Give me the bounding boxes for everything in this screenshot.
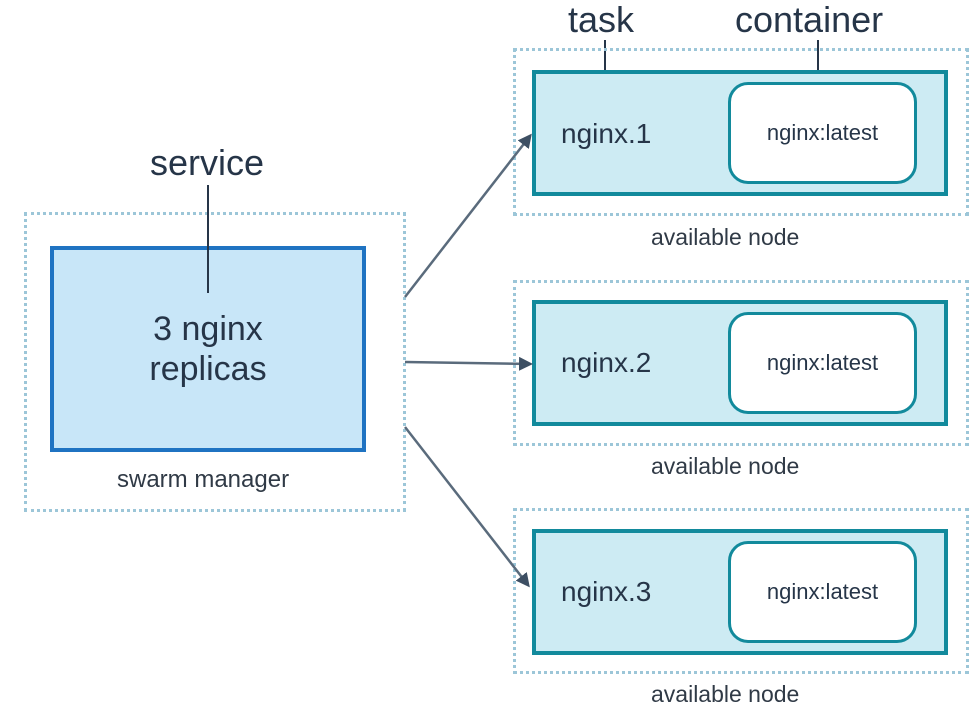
node-3-region [513,508,969,674]
service-box-line2: replicas [149,350,267,388]
arrow-to-node-1 [404,133,532,298]
container-box-3: nginx:latest [728,541,917,643]
container-box-2: nginx:latest [728,312,917,414]
arrow-to-node-3 [404,426,530,588]
task-label-1: nginx.1 [561,118,652,149]
task-label-3: nginx.3 [561,576,652,607]
swarm-manager-caption: swarm manager [117,466,290,493]
task-label-2: nginx.2 [561,347,652,378]
service-box-line1: 3 nginx [153,310,263,348]
task-label: task [568,0,635,40]
node-1-region [513,48,969,216]
node-1-caption: available node [651,224,800,250]
arrow-to-node-2 [404,356,533,371]
node-2-caption: available node [651,453,800,479]
container-box-1: nginx:latest [728,82,917,184]
container-label: container [735,0,884,40]
service-connector-line [207,185,209,293]
service-label: service [150,142,265,183]
node-3-caption: available node [651,681,800,707]
swarm-manager-region [24,212,406,512]
